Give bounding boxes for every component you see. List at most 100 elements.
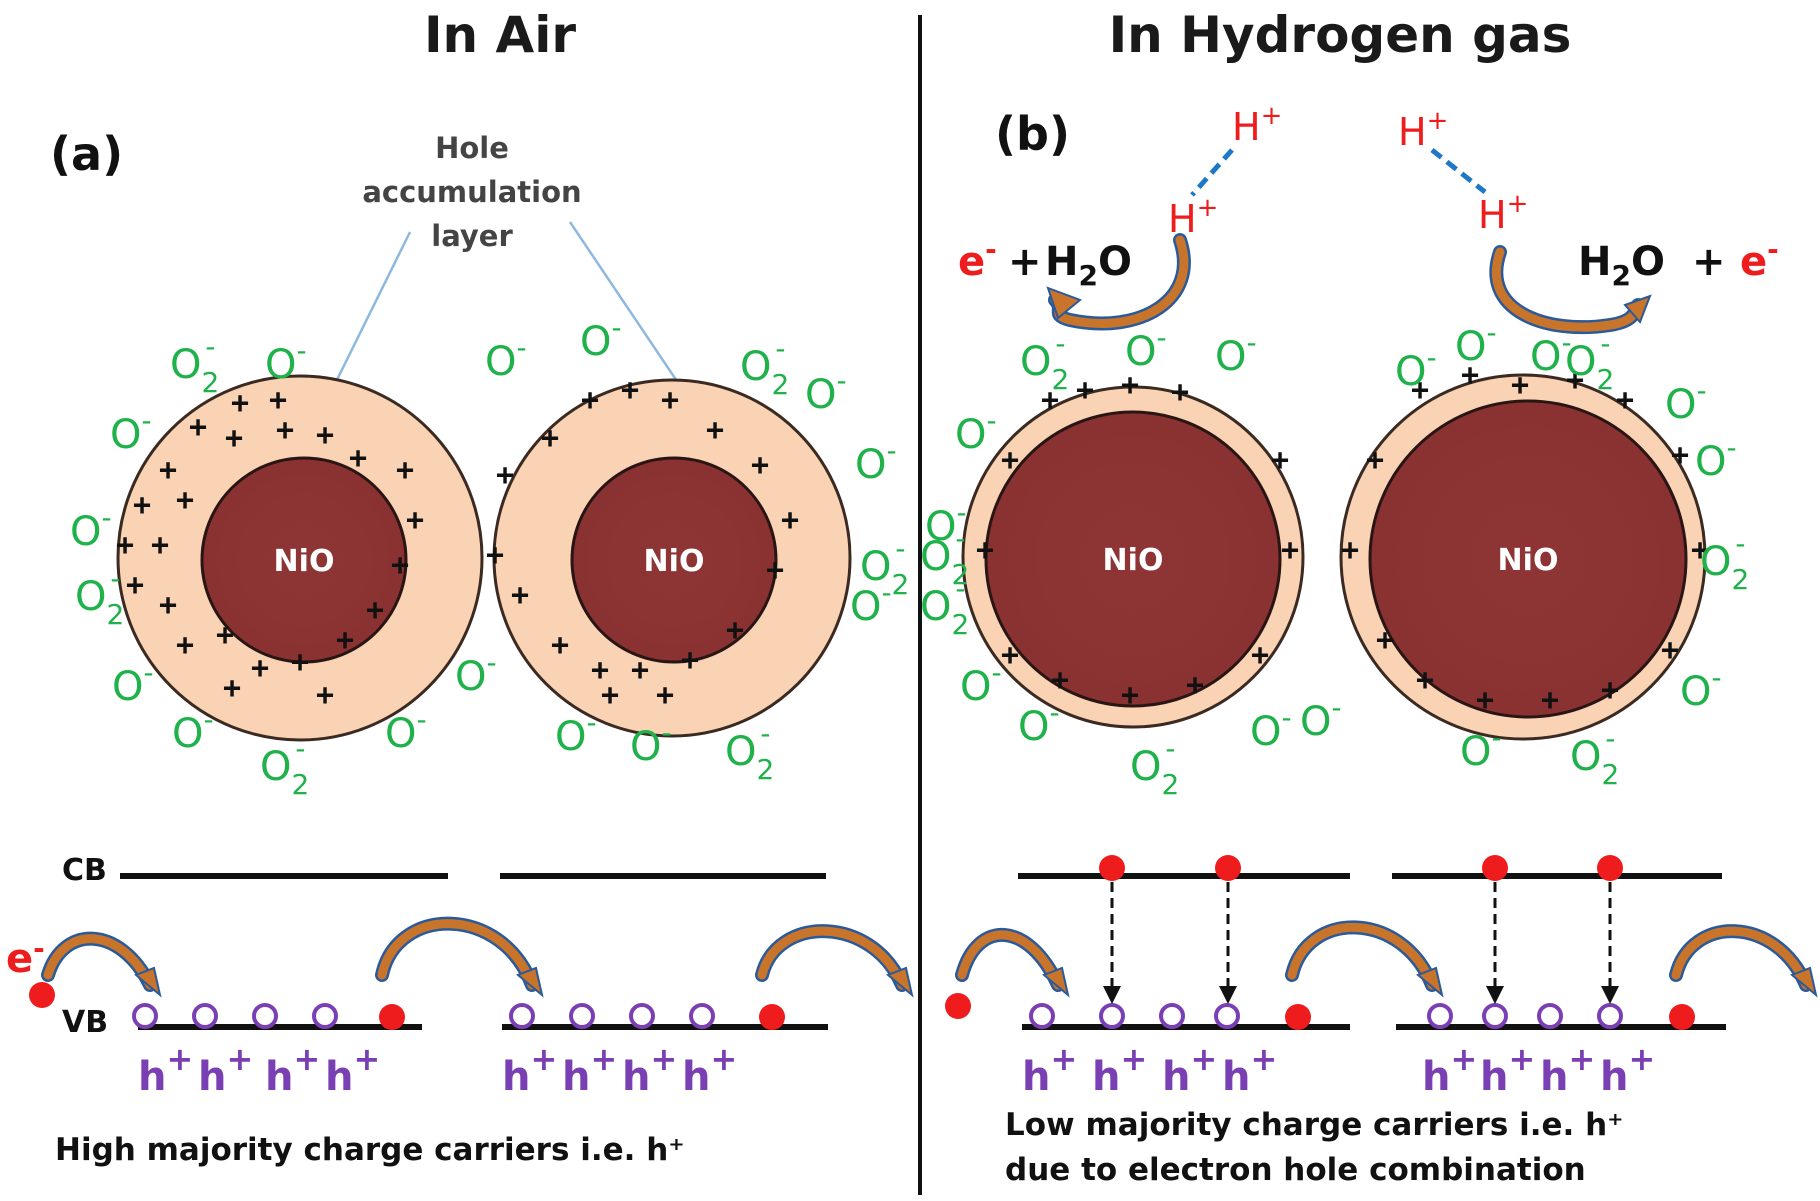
hole-plus-59: + xyxy=(1566,363,1584,398)
valence-hole-4 xyxy=(509,1003,535,1029)
hole-plus-36: + xyxy=(551,628,569,663)
annotation-accumulation: accumulation xyxy=(362,175,581,209)
proton-1a: H+ xyxy=(1232,101,1282,149)
oxygen-ion-22: O- xyxy=(1455,316,1497,370)
hole-plus-60: + xyxy=(1616,383,1634,418)
superoxide-ion-4: O2- xyxy=(725,717,774,786)
hole-plus-34: + xyxy=(766,553,784,588)
hop-arrow-air-1-head xyxy=(516,966,544,998)
oxygen-ion-26: O- xyxy=(1460,721,1502,775)
electron-release-right: e- xyxy=(1740,233,1779,285)
superoxide-ion-1: O2- xyxy=(75,562,124,631)
hole-plus-55: + xyxy=(1186,668,1204,703)
hole-carrier-label-13: h+ xyxy=(1480,1040,1535,1100)
annotation-pointer-left xyxy=(328,231,412,398)
annotation-layer: layer xyxy=(431,219,513,253)
hole-plus-10: + xyxy=(396,453,414,488)
oxygen-ion-9: O- xyxy=(855,434,897,488)
particle-h2-1: NiO xyxy=(961,385,1305,729)
panel-label-a: (a) xyxy=(50,127,123,181)
hole-carrier-label-12: h+ xyxy=(1422,1040,1477,1100)
proton-2b: H+ xyxy=(1478,189,1528,237)
hole-plus-8: + xyxy=(133,488,151,523)
hole-plus-70: + xyxy=(1661,633,1679,668)
valence-hole-3 xyxy=(312,1003,338,1029)
hop-arrow-h2-0-head xyxy=(1042,966,1070,998)
hole-plus-30: + xyxy=(751,448,769,483)
hole-plus-65: + xyxy=(1376,623,1394,658)
hole-plus-13: + xyxy=(406,503,424,538)
superoxide-ion-10: O2- xyxy=(1570,722,1619,791)
hole-plus-24: + xyxy=(223,671,241,706)
hole-plus-38: + xyxy=(631,653,649,688)
superoxide-ion-9: O2- xyxy=(1130,732,1179,801)
hole-plus-56: + xyxy=(1411,373,1429,408)
oxygen-ion-8: O- xyxy=(805,364,847,418)
valence-hole-12 xyxy=(1427,1003,1453,1029)
hole-plus-53: + xyxy=(1051,663,1069,698)
oxygen-ion-5: O- xyxy=(385,703,427,757)
proton-2a: H+ xyxy=(1398,106,1448,154)
label-nio-air-1: NiO xyxy=(274,544,335,579)
hole-plus-1: + xyxy=(269,383,287,418)
label-cb: CB xyxy=(62,853,107,888)
hole-plus-6: + xyxy=(349,441,367,476)
label-vb: VB xyxy=(62,1005,108,1040)
hole-plus-18: + xyxy=(216,618,234,653)
valence-hole-6 xyxy=(629,1003,655,1029)
oxygen-ion-11: O- xyxy=(555,706,597,760)
hole-carrier-label-14: h+ xyxy=(1540,1040,1595,1100)
hop-arrow-air-2-head xyxy=(886,966,914,998)
valence-hole-9 xyxy=(1099,1003,1125,1029)
oxygen-ion-20: O- xyxy=(1250,701,1292,755)
oxygen-ion-15: O- xyxy=(1125,321,1167,375)
hole-plus-46: + xyxy=(1171,375,1189,410)
hole-plus-58: + xyxy=(1511,368,1529,403)
hop-arrow-h2-0 xyxy=(957,930,1063,990)
adsorbed-oxygen-species: O-O-O-O-O-O-O-O-O-O-O-O-O-O-O-O-O-O-O-O-… xyxy=(70,311,1749,801)
particle-air-1: NiO xyxy=(116,374,484,742)
oxygen-ion-1: O- xyxy=(110,404,152,458)
oxygen-ion-3: O- xyxy=(112,656,154,710)
hole-plus-63: + xyxy=(1341,533,1359,568)
hole-plus-7: + xyxy=(159,453,177,488)
oxygen-ion-6: O- xyxy=(485,331,527,385)
hole-plus-17: + xyxy=(176,628,194,663)
annotation-pointer-right xyxy=(568,221,695,408)
hole-plus-32: + xyxy=(781,503,799,538)
hole-plus-43: + xyxy=(1041,383,1059,418)
oxygen-ion-7: O- xyxy=(580,311,622,365)
proton-1b: H+ xyxy=(1168,193,1218,241)
hole-plus-31: + xyxy=(496,458,514,493)
hole-plus-19: + xyxy=(251,651,269,686)
electron-dot-3 xyxy=(945,993,971,1019)
hole-plus-21: + xyxy=(336,623,354,658)
electron-dot-5 xyxy=(1669,1004,1695,1030)
annotation-hole: Hole xyxy=(435,131,509,165)
hole-plus-47: + xyxy=(1001,443,1019,478)
hole-plus-2: + xyxy=(189,410,207,445)
valence-hole-2 xyxy=(252,1003,278,1029)
superoxide-ion-3: O2- xyxy=(740,332,789,401)
hop-arrow-h2-1 xyxy=(1287,923,1437,990)
superoxide-ion-0: O2- xyxy=(170,330,219,399)
valence-hole-8 xyxy=(1029,1003,1055,1029)
hole-plus-35: + xyxy=(511,578,529,613)
electron-label-vb: e- xyxy=(6,932,45,982)
valence-hole-1 xyxy=(192,1003,218,1029)
hole-carrier-label-1: h+ xyxy=(198,1040,253,1100)
valence-hole-13 xyxy=(1482,1003,1508,1029)
reaction-arrowhead-right xyxy=(1623,294,1652,324)
hole-plus-3: + xyxy=(225,421,243,456)
valence-hole-14 xyxy=(1537,1003,1563,1029)
electron-dot-2 xyxy=(759,1004,785,1030)
oxygen-ion-12: O- xyxy=(630,716,672,770)
hole-plus-62: + xyxy=(1671,438,1689,473)
hole-plus-20: + xyxy=(291,645,309,680)
hole-plus-41: + xyxy=(656,678,674,713)
electron-dot-4 xyxy=(1285,1004,1311,1030)
hole-plus-39: + xyxy=(681,643,699,678)
hole-plus-28: + xyxy=(706,413,724,448)
